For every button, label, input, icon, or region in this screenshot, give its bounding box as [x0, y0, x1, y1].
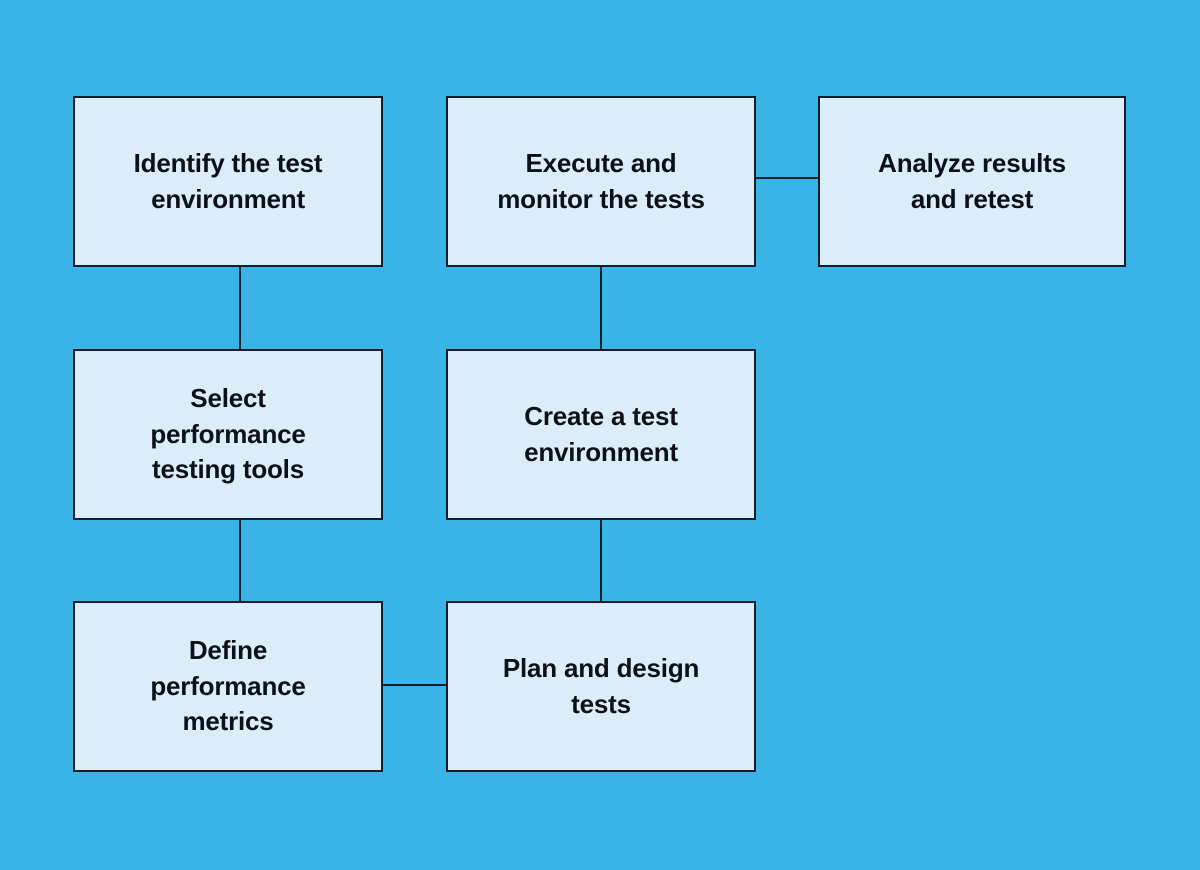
connector-identify-to-select: [239, 267, 241, 349]
connector-define-to-plan: [383, 684, 446, 686]
node-define-performance-metrics[interactable]: Define performance metrics: [73, 601, 383, 772]
node-label: Identify the test environment: [133, 148, 323, 214]
node-create-a-test-environment[interactable]: Create a test environment: [446, 349, 756, 520]
node-plan-and-design-tests[interactable]: Plan and design tests: [446, 601, 756, 772]
connector-create-to-execute: [600, 267, 602, 349]
connector-execute-to-analyze: [756, 177, 818, 179]
node-label: Create a test environment: [524, 401, 678, 467]
node-identify-test-environment[interactable]: Identify the test environment: [73, 96, 383, 267]
node-label: Analyze results and retest: [878, 148, 1066, 214]
node-label: Select performance testing tools: [150, 383, 306, 485]
connector-select-to-define: [239, 519, 241, 601]
node-label: Plan and design tests: [502, 653, 700, 719]
node-label: Define performance metrics: [150, 635, 306, 737]
node-label: Execute and monitor the tests: [497, 148, 705, 214]
node-select-performance-testing-tools[interactable]: Select performance testing tools: [73, 349, 383, 520]
connector-plan-to-create: [600, 519, 602, 601]
node-analyze-results-and-retest[interactable]: Analyze results and retest: [818, 96, 1126, 267]
node-execute-and-monitor-the-tests[interactable]: Execute and monitor the tests: [446, 96, 756, 267]
